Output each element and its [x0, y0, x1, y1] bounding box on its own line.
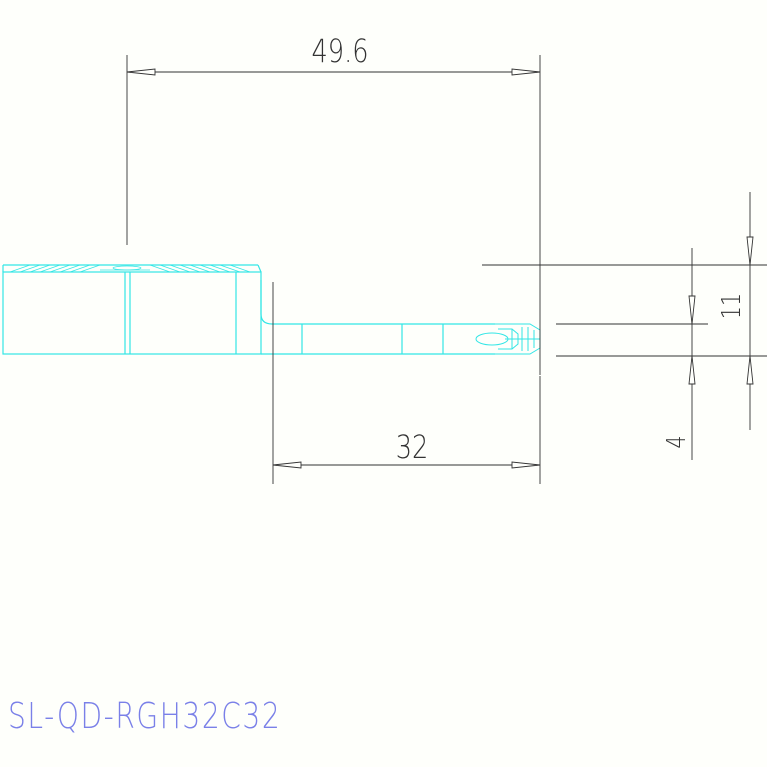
dim-label-height-arm: 4 [661, 435, 692, 448]
dim-label-height-total: 11 [716, 293, 747, 319]
arrow-right-arm [511, 461, 541, 469]
arm [260, 280, 495, 325]
arrow-4-top [688, 295, 696, 325]
arrow-right-overall [511, 68, 541, 76]
arrow-11-bottom [746, 355, 754, 385]
part-code-label: SL-QD-RGH32C32 [8, 696, 282, 737]
disk-body [2, 271, 262, 355]
dim-label-overall: 49.6 [312, 32, 369, 70]
disk-ribs [9, 264, 251, 273]
dim-label-arm: 32 [396, 428, 429, 466]
part-outline [2, 264, 541, 355]
connector-tip [475, 323, 541, 355]
arrow-left-arm [272, 461, 302, 469]
arrow-left-overall [126, 68, 156, 76]
dimension-lines [126, 55, 767, 484]
arrow-4-bottom [688, 355, 696, 385]
arrow-11-top [746, 236, 754, 266]
